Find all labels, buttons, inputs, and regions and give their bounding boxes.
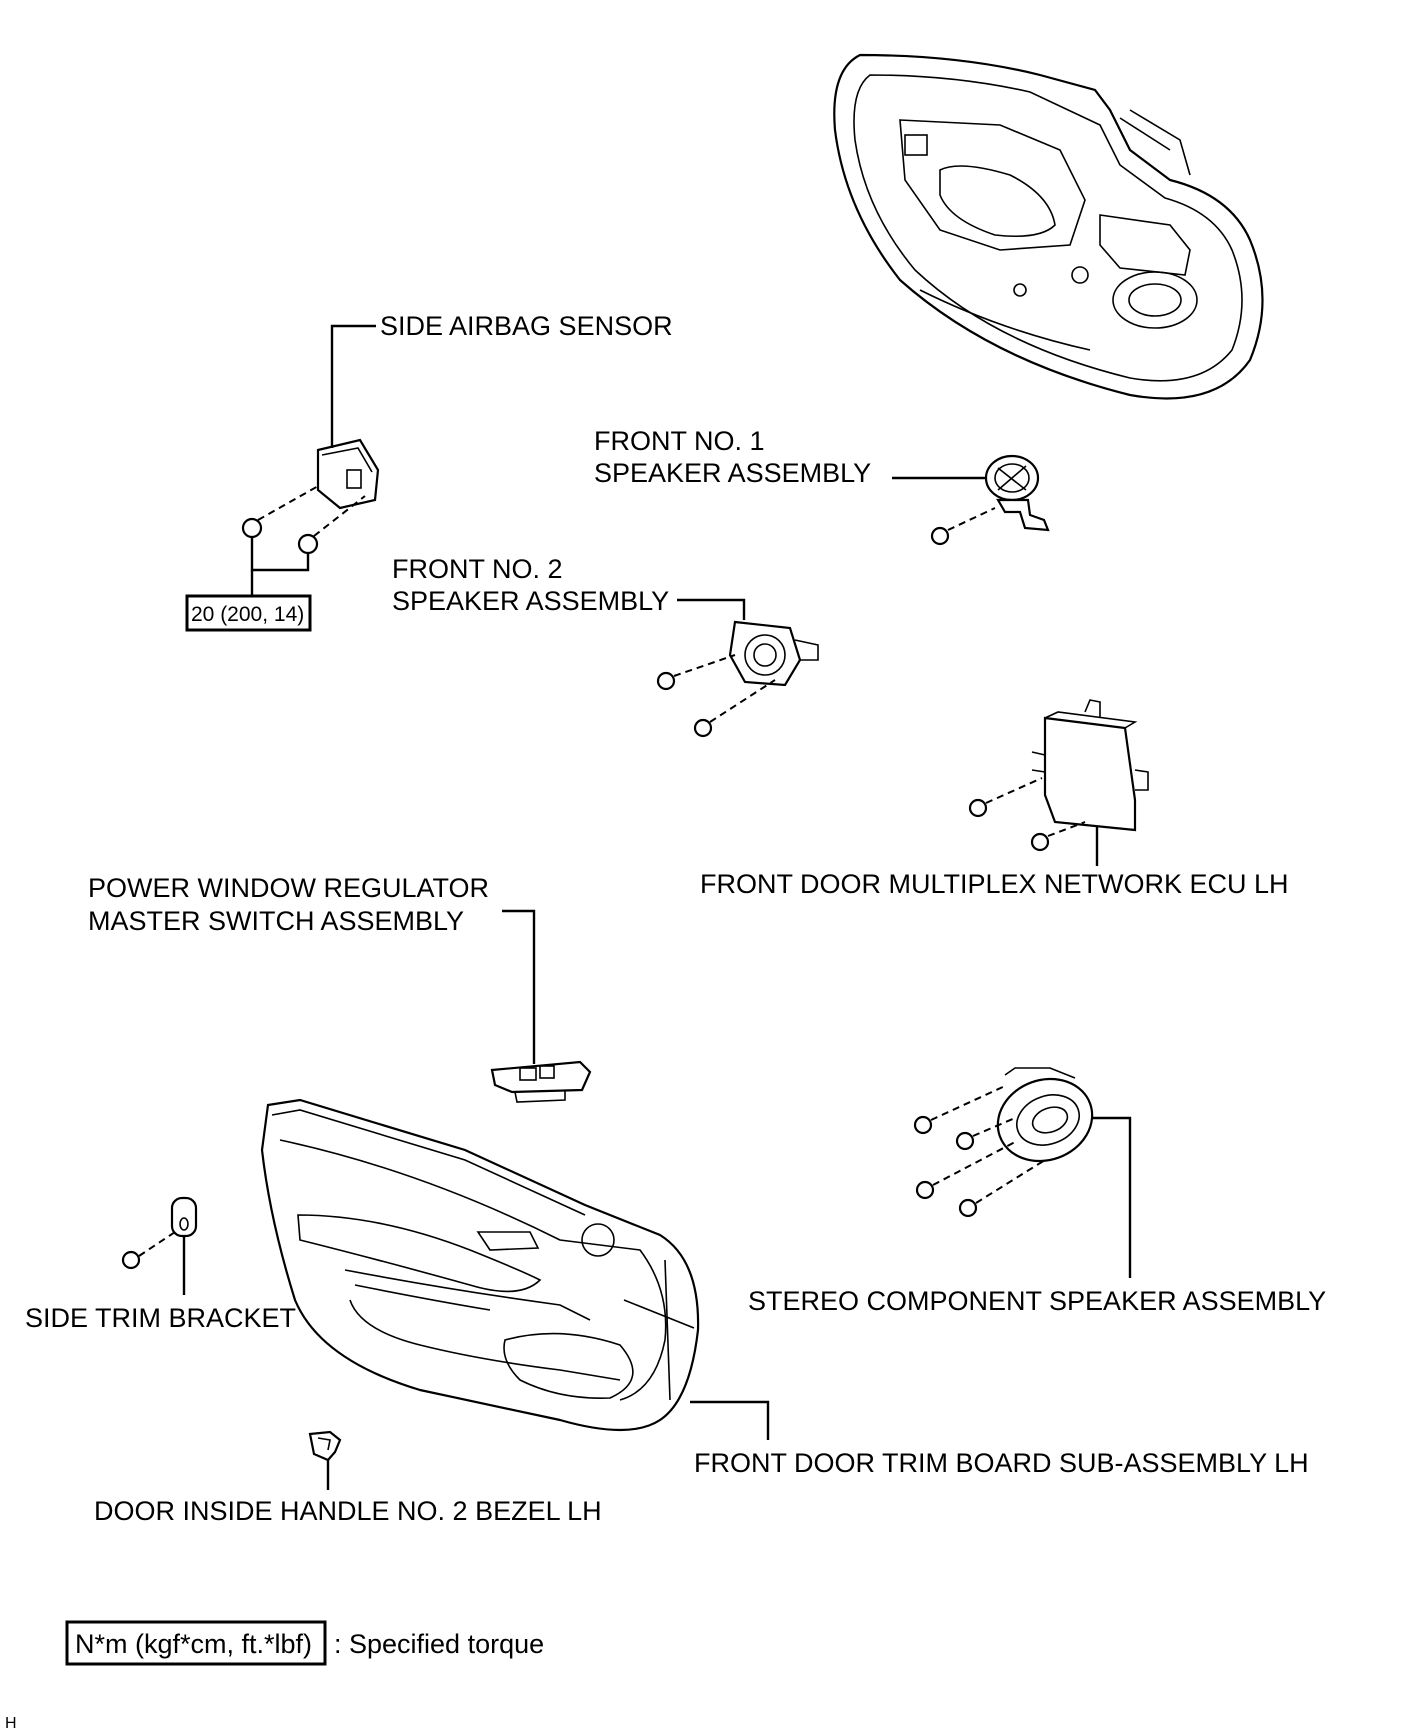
- door-trim-board-illustration: [260, 1098, 700, 1432]
- front-no1-speaker-label-line2: SPEAKER ASSEMBLY: [594, 458, 871, 488]
- side-airbag-sensor-illustration: [241, 438, 380, 555]
- front-no1-speaker-illustration: [930, 454, 1050, 546]
- side-airbag-sensor-label: SIDE AIRBAG SENSOR: [380, 311, 673, 341]
- legend-torque-box: [65, 1620, 327, 1666]
- front-no2-speaker-label-line1: FRONT NO. 2: [392, 554, 563, 584]
- power-window-switch-label-line1: POWER WINDOW REGULATOR: [88, 873, 489, 903]
- power-window-switch-leader: [502, 909, 536, 1064]
- multiplex-ecu-illustration: [968, 699, 1149, 852]
- inside-handle-bezel-illustration: [308, 1430, 342, 1462]
- power-window-switch-label-line2: MASTER SWITCH ASSEMBLY: [88, 906, 464, 936]
- torque-value-box: [185, 594, 312, 632]
- torque-bracket-line: [250, 537, 310, 572]
- torque-value-label: 20 (200, 14): [191, 603, 304, 626]
- stereo-speaker-label: STEREO COMPONENT SPEAKER ASSEMBLY: [748, 1286, 1326, 1316]
- door-inner-panel-illustration: [833, 53, 1264, 400]
- front-no2-speaker-leader: [677, 598, 746, 620]
- front-no2-speaker-illustration: [656, 620, 819, 738]
- front-no1-speaker-label-line1: FRONT NO. 1: [594, 426, 765, 456]
- side-trim-bracket-label: SIDE TRIM BRACKET: [25, 1303, 296, 1333]
- front-no2-speaker-label-line2: SPEAKER ASSEMBLY: [392, 586, 669, 616]
- multiplex-ecu-label: FRONT DOOR MULTIPLEX NETWORK ECU LH: [700, 869, 1289, 899]
- inside-handle-bezel-label: DOOR INSIDE HANDLE NO. 2 BEZEL LH: [94, 1496, 602, 1526]
- stereo-speaker-illustration: [913, 1067, 1094, 1218]
- trim-board-label: FRONT DOOR TRIM BOARD SUB-ASSEMBLY LH: [694, 1448, 1309, 1478]
- legend-torque-unit: N*m (kgf*cm, ft.*lbf): [75, 1629, 312, 1659]
- side-trim-bracket-illustration: [121, 1196, 198, 1270]
- power-window-switch-illustration: [490, 1060, 592, 1103]
- side-airbag-sensor-leader: [330, 324, 376, 448]
- corner-mark: H: [5, 1715, 17, 1732]
- legend-description: : Specified torque: [334, 1629, 544, 1659]
- trim-board-leader: [690, 1400, 770, 1440]
- stereo-speaker-leader: [1092, 1116, 1132, 1278]
